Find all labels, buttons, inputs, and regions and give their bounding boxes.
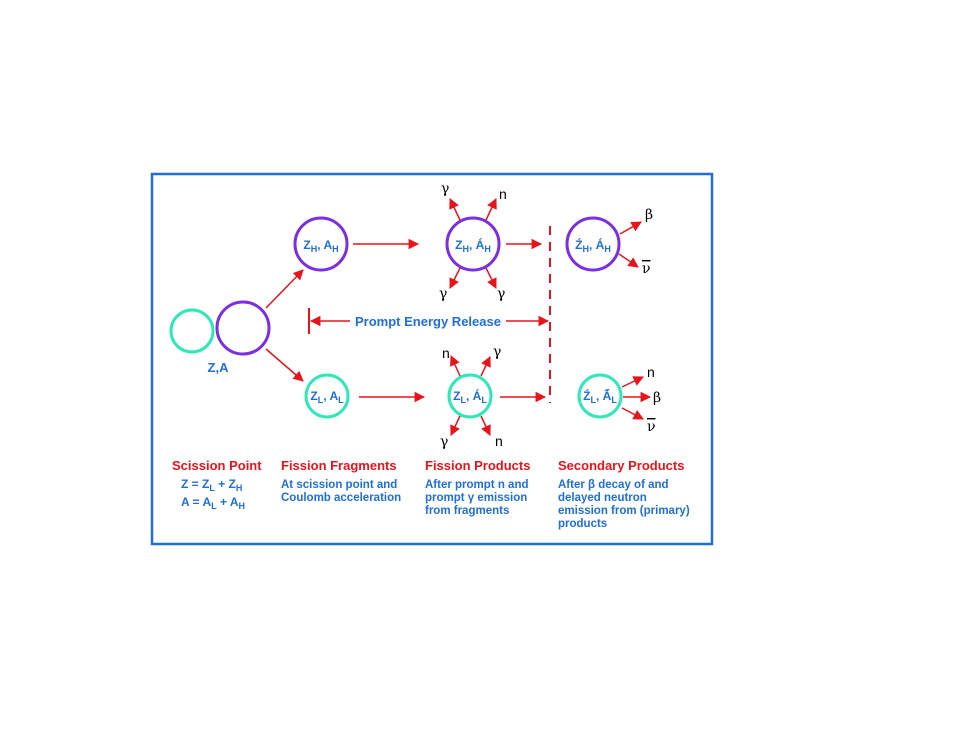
equation-z: Z = ZL + ZH xyxy=(181,477,242,493)
light-gamma-down: γ xyxy=(440,434,448,450)
heavy-neutron-up-arrow xyxy=(485,198,497,221)
light-beta: β xyxy=(653,390,661,406)
heavy-fragment-label: ZH, AH xyxy=(303,238,338,254)
stage-header-fragments: Fission Fragments xyxy=(281,458,397,473)
prompt-release-label: Prompt Energy Release xyxy=(355,314,501,329)
light-gamma-down-arrow xyxy=(450,415,461,436)
light-fragment-circle xyxy=(304,373,350,419)
light-neutron-down: n xyxy=(495,433,503,449)
products-desc-line-1: After prompt n and xyxy=(425,479,529,491)
heavy-gamma-down-right-arrow xyxy=(485,267,497,289)
fragments-desc-line-2: Coulomb acceleration xyxy=(281,492,401,504)
heavy-neutron-up: n xyxy=(499,186,507,202)
parent-label: Z,A xyxy=(208,360,230,375)
light-secondary-label: ŹL, Á̋L xyxy=(583,388,617,405)
light-antineutrino-arrow xyxy=(621,407,644,420)
heavy-product-circle xyxy=(445,216,501,272)
parent-light-lobe xyxy=(169,308,215,354)
equation-a: A = AL + AH xyxy=(181,495,245,511)
light-secondary-circle xyxy=(577,373,623,419)
heavy-secondary-circle xyxy=(565,216,621,272)
heavy-beta-arrow xyxy=(619,221,642,235)
split-arrow-light xyxy=(265,348,304,382)
heavy-gamma-up: γ xyxy=(441,181,449,197)
products-desc-line-3: from fragments xyxy=(425,505,509,517)
light-product-circle xyxy=(447,373,493,419)
heavy-antineutrino: ν xyxy=(642,261,651,277)
stage-header-scission: Scission Point xyxy=(172,458,262,473)
light-neutron-arrow xyxy=(621,376,644,388)
light-gamma-up: γ xyxy=(493,344,501,360)
secondary-desc-line-3: emission from (primary) xyxy=(558,505,690,517)
light-neutron-down-arrow xyxy=(480,415,491,436)
heavy-gamma-down-left-arrow xyxy=(449,267,461,289)
secondary-desc-line-1: After β decay of and xyxy=(558,479,669,491)
stage-header-products: Fission Products xyxy=(425,458,530,473)
split-arrow-heavy xyxy=(265,269,304,309)
parent-heavy-lobe xyxy=(215,300,271,356)
secondary-desc-line-4: products xyxy=(558,518,607,530)
heavy-fragment-circle xyxy=(293,216,349,272)
stage-header-secondary: Secondary Products xyxy=(558,458,684,473)
light-neutron: n xyxy=(647,364,655,380)
light-neutron-up-arrow xyxy=(450,355,461,377)
heavy-antineutrino-arrow xyxy=(618,253,639,268)
diagram-frame xyxy=(150,172,714,546)
products-desc-line-2: prompt γ emission xyxy=(425,492,527,504)
light-gamma-up-arrow xyxy=(480,356,491,377)
light-fragment-label: ZL, AL xyxy=(310,389,344,405)
light-antineutrino: ν xyxy=(647,419,656,435)
heavy-secondary-label: ŹH, ÁH xyxy=(575,237,611,254)
heavy-gamma-down-left: γ xyxy=(439,286,447,302)
secondary-desc-line-2: delayed neutron xyxy=(558,492,647,504)
heavy-gamma-up-arrow xyxy=(449,198,461,221)
light-neutron-up: n xyxy=(442,345,450,361)
light-product-label: ZL, ÁL xyxy=(453,388,487,405)
heavy-beta: β xyxy=(645,207,653,223)
fragments-desc-line-1: At scission point and xyxy=(281,479,397,491)
heavy-product-label: ZH, ÁH xyxy=(455,237,491,254)
heavy-gamma-down-right: γ xyxy=(497,286,505,302)
